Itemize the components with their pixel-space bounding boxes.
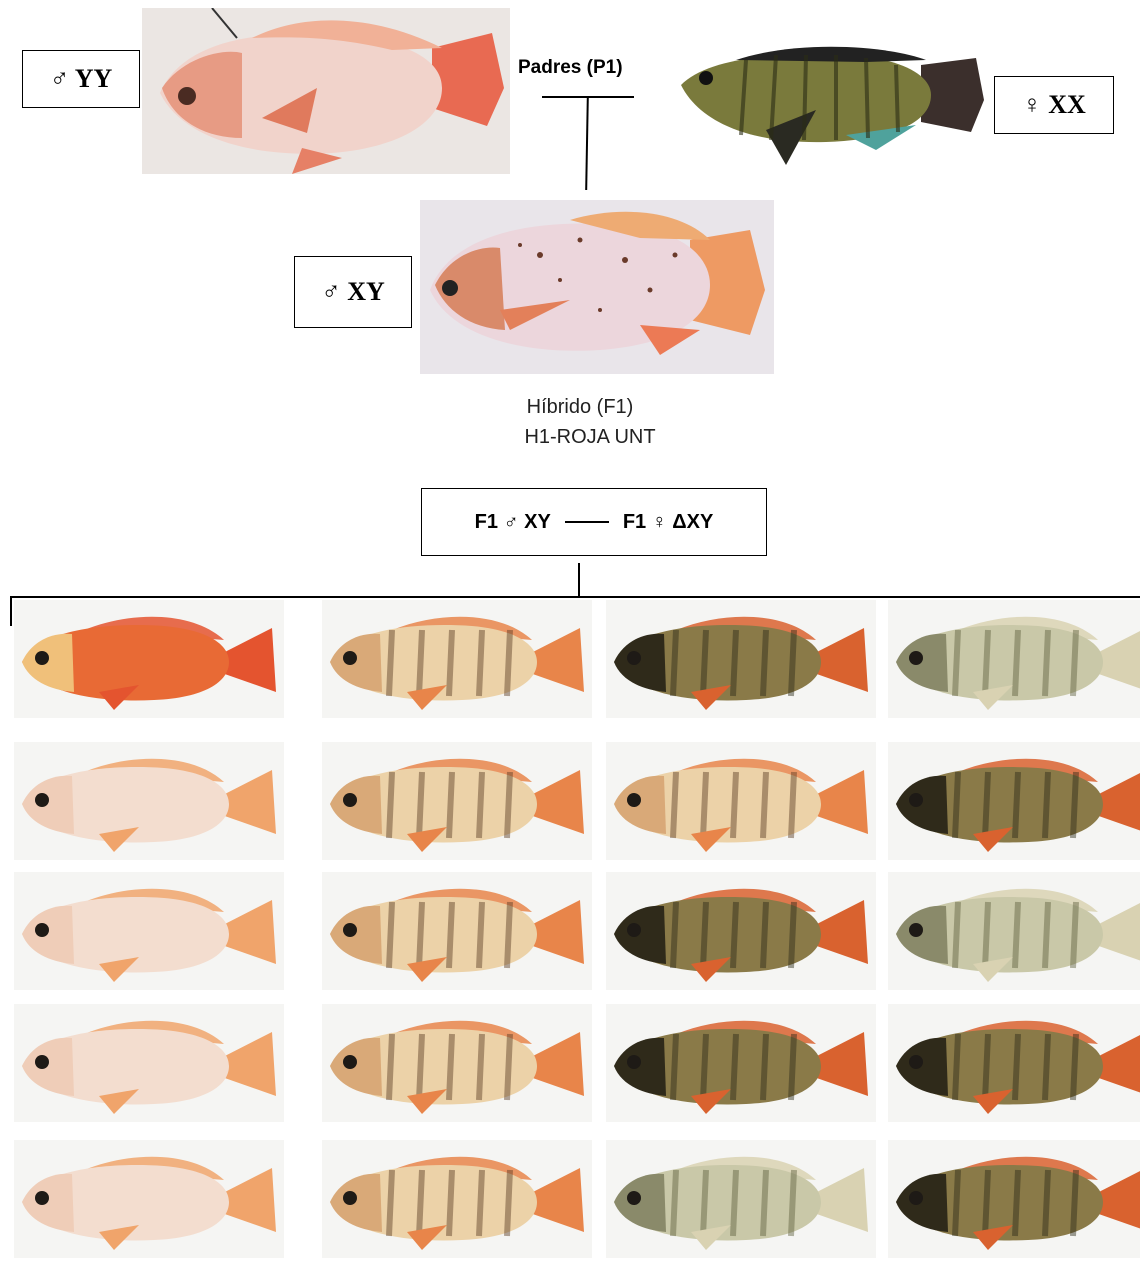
offspring-bracket-left: [10, 596, 12, 626]
offspring-fish-photo: [14, 1140, 284, 1258]
female-parent-photo: [676, 40, 986, 172]
offspring-fish-photo: [606, 1140, 876, 1258]
hybrid-photo: [420, 200, 774, 374]
cross-male: F1 ♂ XY: [475, 511, 551, 534]
hybrid-label: ♂ XY: [321, 277, 385, 307]
offspring-fish-photo: [888, 1140, 1140, 1258]
cross-female: F1 ♀ ΔXY: [623, 511, 714, 534]
offspring-fish-photo: [14, 742, 284, 860]
offspring-fish-photo: [14, 872, 284, 990]
cross-box: F1 ♂ XY F1 ♀ ΔXY: [421, 488, 767, 556]
offspring-fish-photo: [322, 1004, 592, 1122]
offspring-bracket-horizontal: [10, 596, 1140, 598]
offspring-fish-photo: [322, 1140, 592, 1258]
cross-dash: [565, 521, 609, 523]
cross-connector-vertical: [578, 563, 580, 597]
offspring-fish-photo: [606, 742, 876, 860]
offspring-fish-photo: [888, 872, 1140, 990]
offspring-fish-photo: [322, 600, 592, 718]
hybrid-caption-line2: H1-ROJA UNT: [490, 426, 690, 449]
male-parent-photo: [142, 8, 510, 174]
male-parent-label: ♂ YY: [50, 64, 113, 94]
offspring-fish-photo: [606, 872, 876, 990]
hybrid-caption-line1: Híbrido (F1): [500, 396, 660, 419]
female-parent-label-box: ♀ XX: [994, 76, 1114, 134]
offspring-fish-photo: [888, 742, 1140, 860]
parents-title: Padres (P1): [518, 57, 623, 79]
parents-connector-vertical: [585, 96, 588, 190]
offspring-fish-photo: [888, 600, 1140, 718]
offspring-fish-photo: [14, 600, 284, 718]
offspring-fish-photo: [888, 1004, 1140, 1122]
offspring-fish-photo: [14, 1004, 284, 1122]
male-parent-label-box: ♂ YY: [22, 50, 140, 108]
offspring-fish-photo: [322, 742, 592, 860]
offspring-fish-photo: [606, 600, 876, 718]
female-parent-label: ♀ XX: [1022, 90, 1086, 120]
hybrid-label-box: ♂ XY: [294, 256, 412, 328]
offspring-fish-photo: [322, 872, 592, 990]
offspring-fish-photo: [606, 1004, 876, 1122]
